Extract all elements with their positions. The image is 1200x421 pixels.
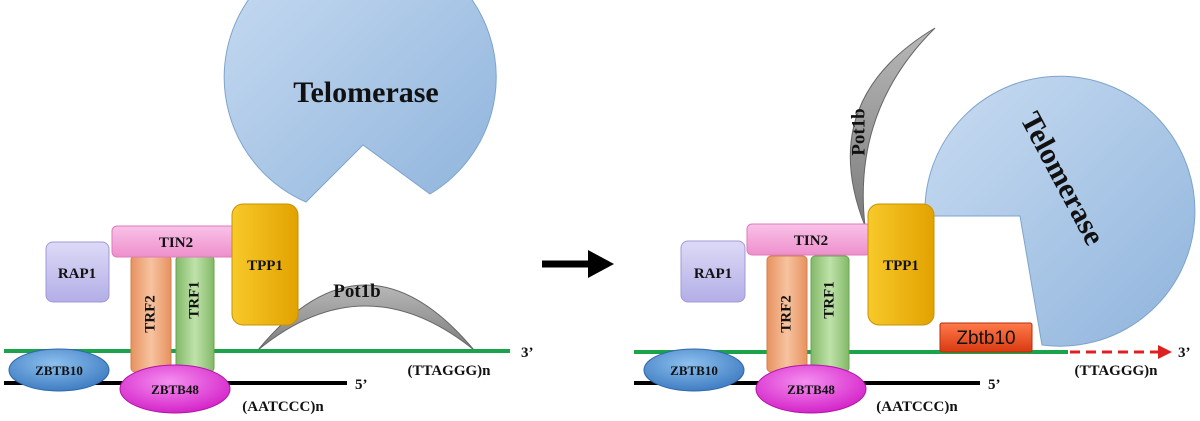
right-tpp1-label: TPP1 — [883, 258, 919, 274]
left-ttaggg-label: (TTAGGG)n — [407, 363, 491, 379]
right-extension-arrowhead — [1158, 345, 1172, 359]
right-trf2-label: TRF2 — [778, 295, 794, 333]
right-pot1b-label: Pot1b — [848, 108, 869, 156]
left-panel: Telomerase Pot1b 3’ 5’ (TTAGGG)n (AATCCC… — [4, 0, 534, 415]
right-3prime-label: 3’ — [1178, 345, 1191, 361]
right-panel: Pot1b Telomerase 3’ 5’ (TTAGGG)n (AATCCC… — [634, 27, 1196, 415]
left-pot1b-label: Pot1b — [333, 281, 381, 302]
left-telomerase-shape — [223, 0, 497, 203]
left-rap1-box — [45, 241, 110, 303]
left-zbtb10-oval — [8, 348, 110, 392]
left-trf1-label: TRF1 — [186, 281, 202, 319]
left-zbtb48-label: ZBTB48 — [151, 382, 199, 397]
right-zbtb48-oval — [755, 364, 867, 414]
right-zbtb10-box — [939, 322, 1033, 353]
left-zbtb10-label: ZBTB10 — [35, 363, 83, 378]
right-zbtb48-label: ZBTB48 — [787, 382, 835, 397]
left-aatccc-label: (AATCCC)n — [242, 399, 324, 415]
right-rap1-box — [680, 240, 746, 303]
left-3prime-label: 3’ — [521, 345, 534, 361]
left-tpp1-label: TPP1 — [247, 258, 283, 274]
right-ttaggg-label: (TTAGGG)n — [1074, 363, 1158, 379]
left-rap1-label: RAP1 — [58, 266, 96, 282]
right-zbtb10-oval — [643, 348, 745, 392]
right-zbtb10-small-label: Zbtb10 — [956, 328, 1015, 349]
right-zbtb10-label: ZBTB10 — [670, 363, 718, 378]
left-zbtb48-oval — [119, 364, 231, 414]
transition-arrow — [542, 250, 614, 278]
left-tpp1-box — [231, 203, 299, 326]
left-5prime-label: 5’ — [355, 377, 368, 393]
right-5prime-label: 5’ — [988, 377, 1001, 393]
right-telomerase-shape — [924, 75, 1196, 347]
left-trf2-label: TRF2 — [142, 295, 158, 333]
left-telomerase-label: Telomerase — [293, 76, 439, 109]
right-rap1-label: RAP1 — [694, 266, 732, 282]
right-tpp1-box — [867, 203, 935, 326]
left-tin2-label: TIN2 — [159, 235, 193, 251]
right-tin2-label: TIN2 — [794, 233, 828, 249]
right-trf1-label: TRF1 — [821, 281, 837, 319]
right-aatccc-label: (AATCCC)n — [876, 399, 958, 415]
